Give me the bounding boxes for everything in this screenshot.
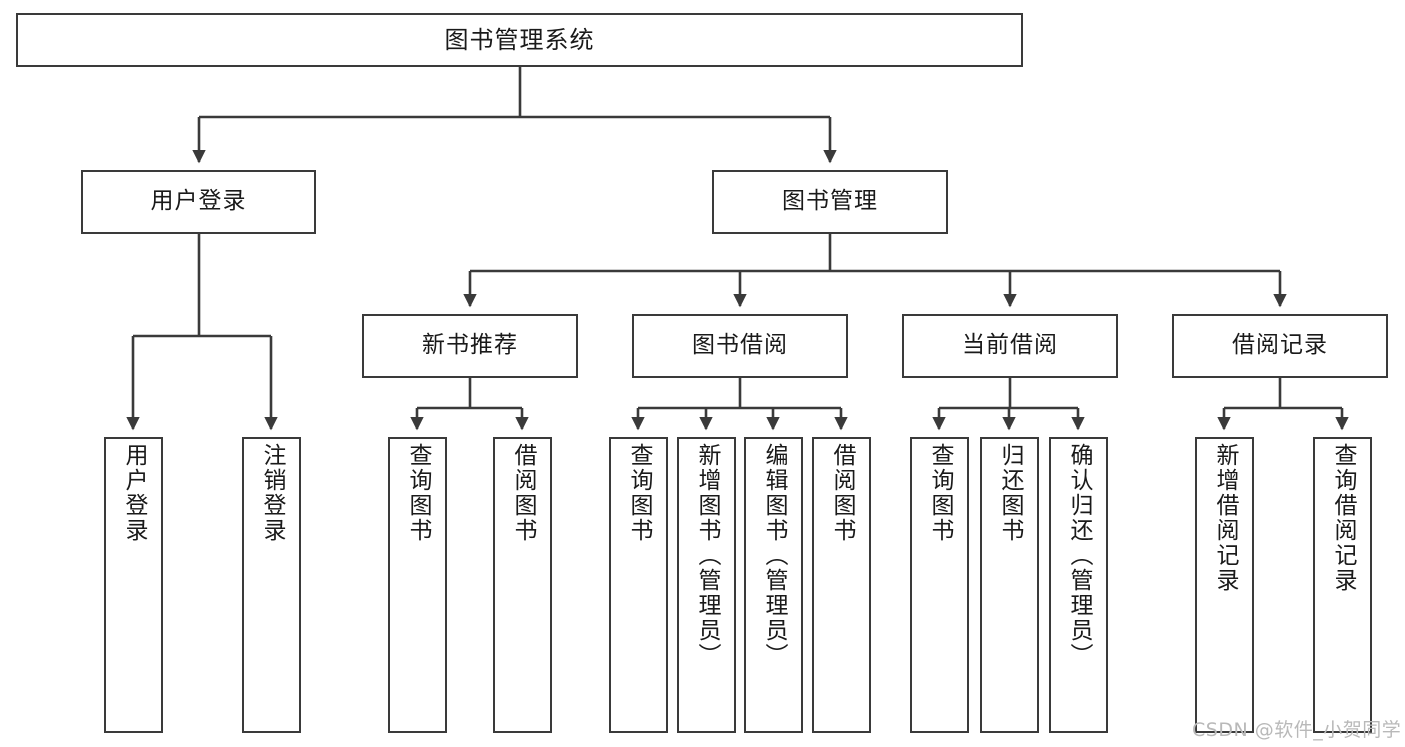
- node-leaf-user-login-signout[interactable]: 注销登录: [242, 437, 301, 733]
- node-borrow-record[interactable]: 借阅记录: [1172, 314, 1388, 378]
- node-leaf-book-borrow-query[interactable]: 查询图书: [609, 437, 668, 733]
- node-current-borrow[interactable]: 当前借阅: [902, 314, 1118, 378]
- node-leaf-borrow-record-add[interactable]: 新增借阅记录: [1195, 437, 1254, 733]
- node-borrow-record-label: 借阅记录: [1232, 332, 1328, 359]
- node-book-management[interactable]: 图书管理: [712, 170, 948, 234]
- node-user-login[interactable]: 用户登录: [81, 170, 316, 234]
- node-leaf-label: 查询图书: [405, 443, 431, 543]
- node-leaf-label: 借阅图书: [829, 443, 855, 543]
- node-leaf-label: 新增图书（管理员）: [694, 443, 720, 668]
- node-leaf-label: 查询图书: [626, 443, 652, 543]
- node-book-borrow[interactable]: 图书借阅: [632, 314, 848, 378]
- node-root-book-management-system[interactable]: 图书管理系统: [16, 13, 1023, 67]
- node-leaf-current-borrow-return[interactable]: 归还图书: [980, 437, 1039, 733]
- node-leaf-label: 查询图书: [927, 443, 953, 543]
- node-leaf-label: 编辑图书（管理员）: [761, 443, 787, 668]
- node-new-book-recommend[interactable]: 新书推荐: [362, 314, 578, 378]
- node-leaf-new-book-borrow[interactable]: 借阅图书: [493, 437, 552, 733]
- csdn-watermark: CSDN @软件_小贺同学: [1192, 719, 1402, 741]
- node-leaf-user-login-signin[interactable]: 用户登录: [104, 437, 163, 733]
- node-leaf-label: 新增借阅记录: [1212, 443, 1238, 593]
- node-leaf-label: 归还图书: [997, 443, 1023, 543]
- node-book-borrow-label: 图书借阅: [692, 332, 788, 359]
- node-new-book-recommend-label: 新书推荐: [422, 332, 518, 359]
- node-book-management-label: 图书管理: [782, 188, 878, 215]
- node-leaf-book-borrow-add[interactable]: 新增图书（管理员）: [677, 437, 736, 733]
- node-leaf-label: 查询借阅记录: [1330, 443, 1356, 593]
- node-leaf-current-borrow-confirm[interactable]: 确认归还（管理员）: [1049, 437, 1108, 733]
- node-leaf-book-borrow-borrow[interactable]: 借阅图书: [812, 437, 871, 733]
- node-leaf-current-borrow-query[interactable]: 查询图书: [910, 437, 969, 733]
- node-leaf-label: 用户登录: [121, 443, 147, 543]
- node-user-login-label: 用户登录: [150, 188, 247, 215]
- node-leaf-new-book-query[interactable]: 查询图书: [388, 437, 447, 733]
- node-current-borrow-label: 当前借阅: [962, 332, 1058, 359]
- node-leaf-label: 注销登录: [259, 443, 285, 543]
- node-leaf-label: 确认归还（管理员）: [1066, 443, 1092, 668]
- node-leaf-book-borrow-edit[interactable]: 编辑图书（管理员）: [744, 437, 803, 733]
- node-leaf-borrow-record-query[interactable]: 查询借阅记录: [1313, 437, 1372, 733]
- node-root-label: 图书管理系统: [444, 25, 595, 54]
- node-leaf-label: 借阅图书: [510, 443, 536, 543]
